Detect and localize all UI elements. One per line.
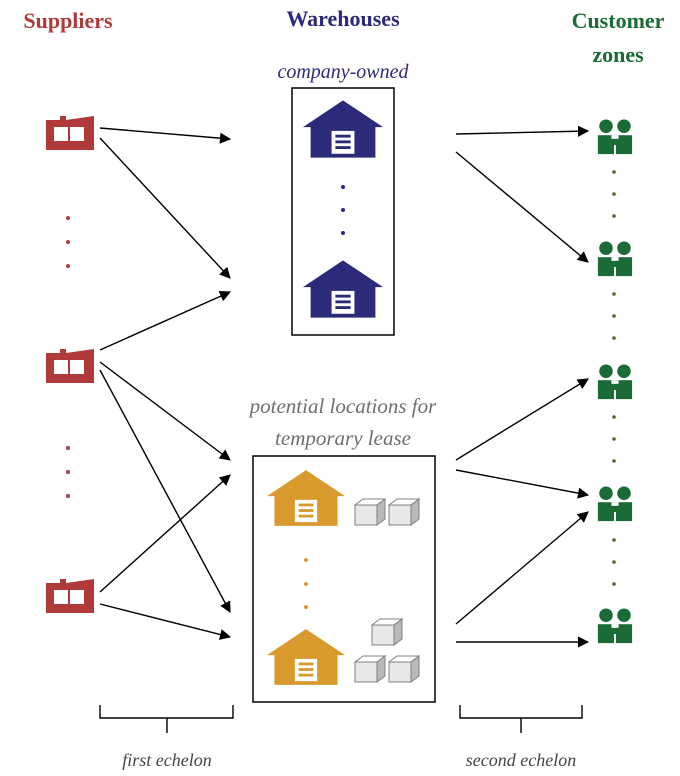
owned-warehouse-icon [303,260,383,318]
inventory-box-icon [354,655,386,683]
leased-warehouse-icon [267,629,345,685]
second-echelon-label: second echelon [466,750,576,770]
customer-zones-header-line2: zones [592,42,644,67]
customer-zone-icon [597,241,633,277]
warehouses-header: Warehouses [286,6,400,31]
supplier-factory-icon [46,579,94,613]
company-owned-box [291,87,395,336]
leased-warehouses-ellipsis [304,558,308,609]
customer-zone-icon [597,119,633,155]
inventory-box-icon [388,655,420,683]
customer-zone-icon [597,364,633,400]
second-echelon-arrows [455,125,590,648]
suppliers-ellipsis-bottom [66,446,70,498]
potential-locations-label-line1: potential locations for [248,394,437,418]
first-echelon-label: first echelon [122,750,211,770]
customer-zone-icon [597,486,633,522]
owned-warehouses-ellipsis [341,185,345,235]
first-echelon-brace [99,705,234,733]
suppliers-ellipsis-top [66,216,70,268]
owned-warehouse-icon [303,100,383,158]
inventory-box-icon [371,618,403,646]
leased-locations-box [252,455,436,703]
customer-zone-icon [597,608,633,644]
potential-locations-label-line2: temporary lease [275,426,411,450]
company-owned-label: company-owned [277,61,409,83]
suppliers-header: Suppliers [23,8,113,33]
leased-warehouse-icon [267,470,345,526]
inventory-box-icon [388,498,420,526]
customers-ellipsis [612,170,616,586]
second-echelon-brace [459,705,583,733]
customer-zones-header-line1: Customer [572,8,665,33]
inventory-box-icon [354,498,386,526]
supplier-factory-icon [46,116,94,150]
first-echelon-arrows [99,127,232,640]
supplier-factory-icon [46,349,94,383]
